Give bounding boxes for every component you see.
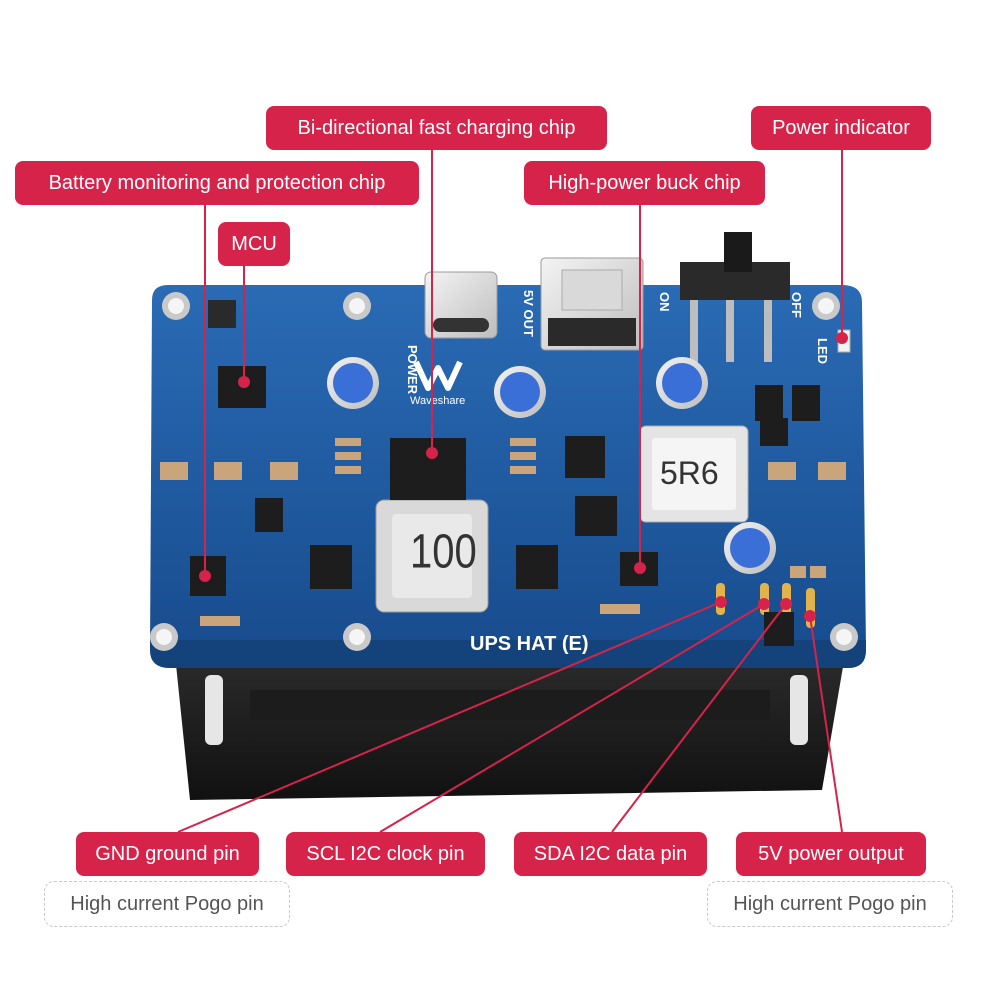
callout-sda-pin: SDA I2C data pin <box>514 832 707 876</box>
inductor-5r6 <box>639 425 749 523</box>
callout-power-indicator: Power indicator <box>751 106 931 150</box>
silk-5v-out: 5V OUT <box>521 290 536 337</box>
note-right-pogo-pin: High current Pogo pin <box>707 881 953 927</box>
inductor-5r6-marking: 5R6 <box>660 455 719 491</box>
silk-brand: Waveshare <box>410 395 465 407</box>
inductor-100-marking: 100 <box>410 525 477 578</box>
usb-a-port <box>540 257 644 351</box>
callout-5v-power-output: 5V power output <box>736 832 926 876</box>
passives <box>160 438 846 626</box>
mounting-holes <box>150 292 858 651</box>
callout-gnd-pin: GND ground pin <box>76 832 259 876</box>
silk-led: LED <box>815 338 830 364</box>
silk-power: POWER <box>405 345 420 395</box>
note-left-pogo-pin: High current Pogo pin <box>44 881 290 927</box>
callout-battery-monitoring-chip: Battery monitoring and protection chip <box>15 161 419 205</box>
callout-bidirectional-charging-chip: Bi-directional fast charging chip <box>266 106 607 150</box>
capacitors <box>327 357 776 574</box>
silk-on: ON <box>657 292 672 312</box>
slide-switch <box>680 232 790 362</box>
waveshare-logo-icon <box>413 360 463 391</box>
board-silkscreen: POWER 5V OUT ON OFF LED Waveshare UPS HA… <box>405 290 830 655</box>
callout-mcu: MCU <box>218 222 290 266</box>
battery-holder <box>175 655 845 800</box>
callout-buck-chip: High-power buck chip <box>524 161 765 205</box>
callout-scl-pin: SCL I2C clock pin <box>286 832 485 876</box>
board-name: UPS HAT (E) <box>470 633 589 655</box>
usb-c-port <box>424 271 498 339</box>
inductor-100 <box>375 499 489 613</box>
silk-off: OFF <box>789 292 804 318</box>
pcb-board <box>150 285 866 668</box>
leader-lines <box>177 146 848 833</box>
